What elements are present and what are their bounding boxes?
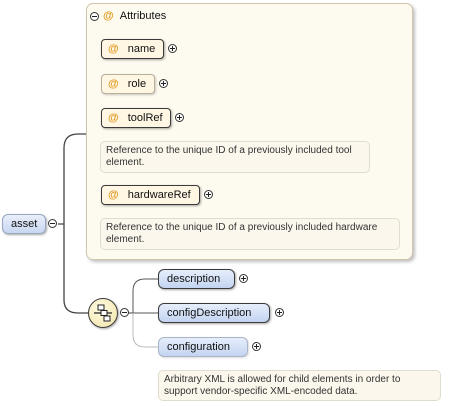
expand-configuration-button[interactable] [252, 342, 261, 351]
element-configdescription-label: configDescription [167, 307, 252, 319]
attribute-at-icon: @ [108, 78, 119, 90]
element-asset-label: asset [11, 218, 38, 230]
expand-hardwareref-button[interactable] [204, 190, 213, 199]
connector-root [58, 133, 86, 225]
attribute-at-icon: @ [103, 10, 114, 22]
element-configdescription[interactable]: configDescription [158, 303, 270, 323]
connector-root-lower [63, 224, 88, 314]
hardwareref-documentation: Reference to the unique ID of a previous… [100, 218, 400, 250]
connector-child-1 [132, 278, 158, 313]
attribute-toolref[interactable]: @ toolRef [101, 108, 171, 128]
toolref-documentation: Reference to the unique ID of a previous… [100, 141, 370, 173]
collapse-asset-button[interactable] [48, 219, 57, 228]
element-configuration[interactable]: configuration [158, 337, 248, 357]
attribute-role[interactable]: @ role [101, 74, 155, 94]
attribute-hardwareref[interactable]: @ hardwareRef [101, 185, 200, 205]
collapse-sequence-button[interactable] [120, 308, 129, 317]
element-asset[interactable]: asset [2, 214, 46, 234]
sequence-compositor[interactable] [88, 298, 118, 328]
expand-toolref-button[interactable] [175, 113, 184, 122]
expand-description-button[interactable] [239, 274, 248, 283]
element-description[interactable]: description [158, 269, 235, 289]
attribute-at-icon: @ [108, 189, 119, 201]
attribute-toolref-label: toolRef [127, 112, 163, 124]
expand-name-button[interactable] [168, 44, 177, 53]
attribute-at-icon: @ [108, 112, 119, 124]
attribute-at-icon: @ [108, 43, 119, 55]
element-description-label: description [167, 273, 221, 285]
attributes-header: @ Attributes [90, 8, 166, 24]
attribute-name[interactable]: @ name [101, 39, 164, 59]
attributes-title: Attributes [119, 10, 167, 22]
attribute-hardwareref-label: hardwareRef [127, 189, 191, 201]
expand-role-button[interactable] [159, 79, 168, 88]
attribute-name-label: name [127, 43, 156, 55]
element-configuration-label: configuration [167, 341, 230, 353]
expand-configdescription-button[interactable] [275, 308, 284, 317]
attribute-role-label: role [127, 78, 147, 90]
connector-child-3 [132, 313, 158, 348]
collapse-attributes-button[interactable] [90, 11, 99, 21]
configuration-documentation: Arbitrary XML is allowed for child eleme… [158, 370, 441, 401]
sequence-compositor-icon [94, 304, 112, 322]
